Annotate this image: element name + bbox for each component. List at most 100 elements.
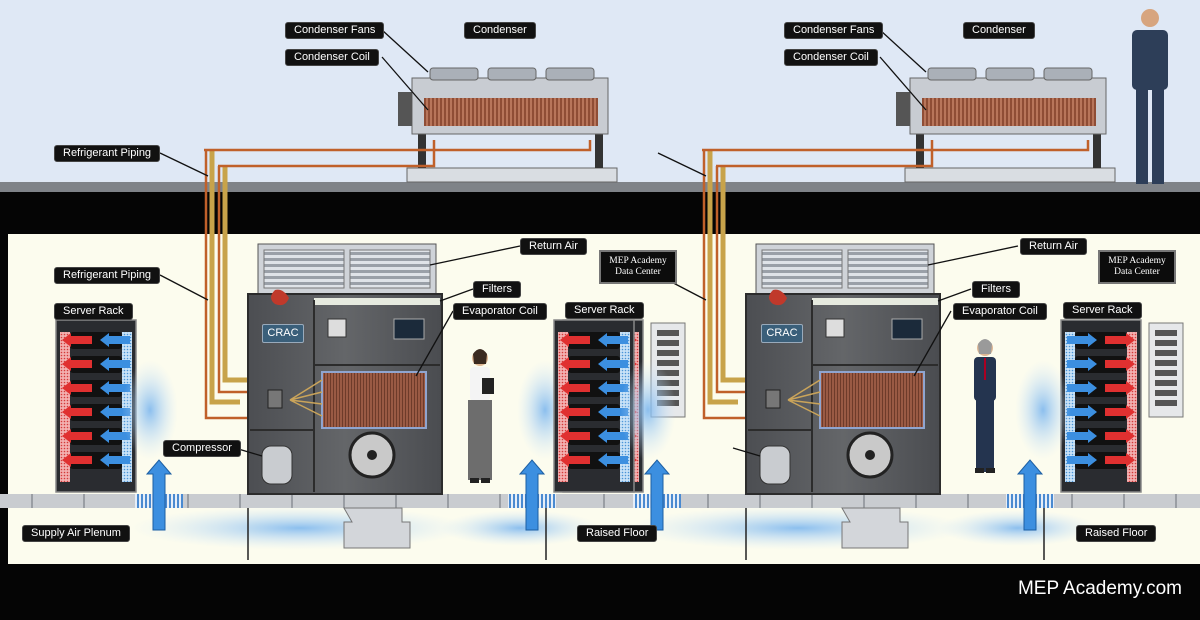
person-hair — [978, 339, 992, 354]
airflow-arrow — [100, 357, 130, 371]
controller-panel — [891, 318, 923, 340]
airflow-arrow — [1067, 333, 1097, 347]
server-rack-label-right: Server Rack — [565, 302, 644, 319]
refrigerant-pipe-copper — [702, 140, 1090, 152]
condenser-fan — [545, 67, 595, 81]
airflow-arrow — [598, 357, 628, 371]
airflow-arrow — [62, 453, 92, 467]
distributor-lines — [289, 379, 323, 417]
airflow-arrow — [62, 333, 92, 347]
breaker — [1155, 370, 1177, 376]
airflow-arrow — [560, 429, 590, 443]
airflow-arrow — [1105, 381, 1135, 395]
airflow-arrow — [1105, 405, 1135, 419]
crac-badge: CRAC — [262, 324, 304, 343]
breaker — [1155, 340, 1177, 346]
condenser-coil-label-2: Condenser Coil — [784, 49, 878, 66]
technician-leg — [1136, 88, 1148, 184]
airflow-arrow — [560, 381, 590, 395]
crac-logo — [271, 289, 289, 306]
person-trousers — [468, 400, 492, 480]
floor-duct — [841, 507, 909, 549]
airflow-arrow — [1067, 357, 1097, 371]
cold-air-plume — [122, 360, 178, 460]
condenser-leg — [595, 130, 603, 168]
server-rack-label-left: Server Rack — [54, 303, 133, 320]
cold-air-plume — [620, 360, 676, 460]
person-shoe — [481, 478, 490, 483]
cold-air-plume — [628, 506, 968, 550]
person-shoe — [975, 468, 984, 473]
refrigerant-piping-label-roof: Refrigerant Piping — [54, 145, 161, 162]
sign-line1: MEP Academy — [609, 256, 667, 266]
person-tie — [984, 358, 986, 380]
filters — [314, 298, 440, 305]
airflow-arrow — [62, 357, 92, 371]
airflow-arrow — [1105, 333, 1135, 347]
airflow-arrow — [62, 405, 92, 419]
leader-line — [381, 29, 429, 73]
condenser-control-box — [896, 92, 910, 126]
person-hair — [473, 349, 487, 364]
rack-door-left — [60, 332, 70, 482]
supply-air-plenum-label: Supply Air Plenum — [22, 525, 130, 542]
condenser-fans-label: Condenser Fans — [285, 22, 385, 39]
compressor — [261, 445, 293, 485]
refrigerant-pipe-insulated — [720, 166, 746, 383]
server-rack-label-3: Server Rack — [1063, 302, 1142, 319]
cold-air-plume — [130, 506, 470, 550]
leader-line — [657, 152, 707, 177]
condenser-base — [406, 167, 618, 183]
technician-leg — [1152, 88, 1164, 184]
airflow-arrow — [560, 453, 590, 467]
breaker — [1155, 360, 1177, 366]
return-air-grille — [263, 249, 345, 289]
airflow-arrow — [1105, 429, 1135, 443]
cold-air-plume — [1015, 360, 1071, 460]
breaker — [1155, 330, 1177, 336]
refrigerant-pipe-copper — [204, 140, 592, 152]
refrigerant-pipe-copper — [716, 140, 934, 168]
rack-door-right — [1127, 332, 1137, 482]
condenser-fan — [985, 67, 1035, 81]
scene-right — [553, 29, 1184, 560]
distributor-lines — [787, 379, 821, 417]
expansion-valve — [267, 389, 283, 409]
airflow-arrow — [1105, 453, 1135, 467]
blower-hub — [865, 450, 875, 460]
airflow-arrow — [1067, 405, 1097, 419]
return-air-grille — [847, 249, 929, 289]
airflow-arrow — [100, 381, 130, 395]
refrigerant-piping-label-room: Refrigerant Piping — [54, 267, 161, 284]
condenser-control-box — [398, 92, 412, 126]
breaker — [1155, 380, 1177, 386]
airflow-arrow — [598, 381, 628, 395]
leader-line — [913, 310, 952, 377]
supply-air-up-arrow — [518, 459, 546, 531]
disconnect-switch — [825, 318, 845, 338]
leader-line — [879, 29, 927, 73]
raised-floor-label: Raised Floor — [577, 525, 658, 542]
technician-head — [1141, 9, 1159, 27]
filters-label-2: Filters — [972, 281, 1020, 298]
leader-line — [937, 288, 972, 302]
sign-line2: Data Center — [615, 267, 661, 277]
leader-line — [732, 447, 761, 457]
breaker — [1155, 390, 1177, 396]
airflow-arrow — [62, 381, 92, 395]
brand-watermark: MEP Academy.com — [1017, 578, 1182, 599]
refrigerant-pipe-copper — [218, 140, 436, 168]
breaker — [1155, 350, 1177, 356]
condenser-fans-label-2: Condenser Fans — [784, 22, 884, 39]
supply-air-up-arrow — [1016, 459, 1044, 531]
condenser-coil — [922, 98, 1096, 126]
refrigerant-pipe-copper — [715, 166, 758, 394]
refrigerant-pipe-insulated — [222, 166, 248, 383]
condenser-fan — [429, 67, 479, 81]
leader-line — [439, 288, 474, 302]
person-trousers — [976, 400, 994, 472]
breaker — [657, 370, 679, 376]
controller-panel — [393, 318, 425, 340]
refrigerant-pipe-insulated — [707, 150, 738, 405]
